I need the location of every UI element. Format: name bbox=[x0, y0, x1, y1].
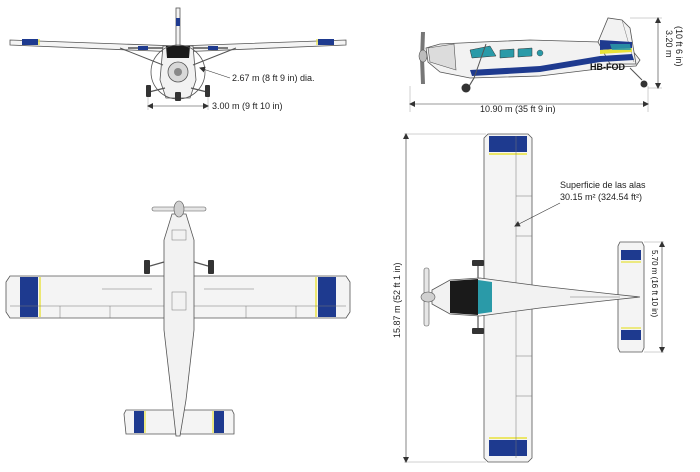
side-propeller-spinner bbox=[418, 49, 428, 63]
front-fin bbox=[175, 7, 181, 49]
wing-area-title: Superficie de las alas bbox=[560, 180, 646, 190]
height-label: 3.20 m bbox=[664, 30, 674, 58]
plan-right-wing-tip-top bbox=[489, 136, 527, 152]
side-main-wheel bbox=[461, 83, 471, 93]
front-wing-tip-right bbox=[318, 39, 334, 45]
front-view: 2.67 m (8 ft 9 in) dia. 3.00 m (9 ft 10 … bbox=[9, 7, 347, 111]
front-main-wheel-right bbox=[205, 85, 210, 97]
plan-right-wing-tip-bottom bbox=[489, 440, 527, 456]
front-windshield bbox=[166, 46, 190, 58]
plan-main-wheel-right bbox=[208, 260, 214, 274]
plan-wing-tip-left bbox=[20, 277, 38, 317]
plan-wing-tip-right bbox=[318, 277, 336, 317]
length-label: 10.90 m (35 ft 9 in) bbox=[480, 104, 556, 114]
height-ft-label: (10 ft 6 in) bbox=[674, 26, 684, 67]
side-view: HB-FOD 3.20 m (10 ft 6 in) 10.90 m (35 f… bbox=[409, 17, 684, 114]
plan-fuselage bbox=[163, 213, 195, 437]
plan-view-right: 15.87 m (52 ft 1 in) 5.70 m (16 ft 10 in… bbox=[392, 133, 665, 463]
wing-span-label: 15.87 m (52 ft 1 in) bbox=[392, 262, 402, 338]
front-main-wheel-left bbox=[146, 85, 151, 97]
tailplane-span-label: 5.70 m (16 ft 10 in) bbox=[650, 250, 659, 317]
aircraft-registration: HB-FOD bbox=[590, 62, 625, 72]
front-wing-tip-left bbox=[22, 39, 38, 45]
plan-right-canopy bbox=[450, 279, 478, 315]
wing-area-value: 30.15 m² (324.54 ft²) bbox=[560, 192, 642, 202]
plan-view-left bbox=[5, 200, 351, 437]
side-tail-wheel bbox=[640, 80, 648, 88]
plan-main-wheel-left bbox=[144, 260, 150, 274]
track-width-label: 3.00 m (9 ft 10 in) bbox=[212, 101, 283, 111]
propeller-diameter-label: 2.67 m (8 ft 9 in) dia. bbox=[232, 73, 315, 83]
